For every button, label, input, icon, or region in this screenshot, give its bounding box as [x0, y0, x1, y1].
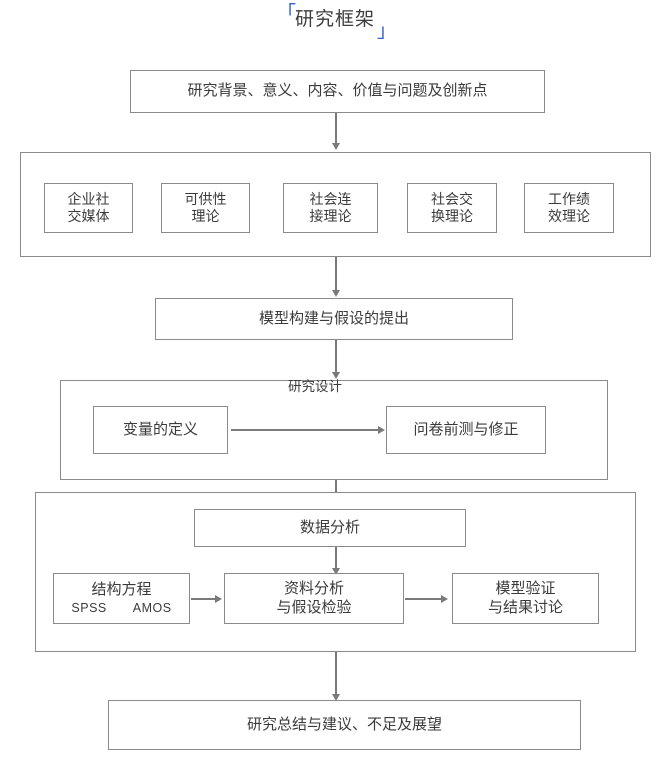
node-conclusion-label: 研究总结与建议、不足及展望 — [246, 715, 442, 733]
node-data-analysis[interactable]: 数据分析 — [194, 509, 466, 547]
node-questionnaire-pretest-label: 问卷前测与修正 — [413, 420, 519, 438]
node-theory-social-exchange-label: 社会交 换理论 — [431, 190, 473, 225]
node-research-background[interactable]: 研究背景、意义、内容、价值与问题及创新点 — [130, 70, 545, 113]
connector-hypothesis-to-validation — [405, 598, 443, 600]
node-questionnaire-pretest[interactable]: 问卷前测与修正 — [386, 406, 546, 454]
node-conclusion[interactable]: 研究总结与建议、不足及展望 — [108, 700, 581, 750]
node-theory-job-performance[interactable]: 工作绩 效理论 — [524, 183, 614, 233]
node-model-construction-label: 模型构建与假设的提出 — [258, 309, 409, 327]
bracket-close-icon: 」 — [377, 21, 398, 42]
node-data-analysis-label: 数据分析 — [299, 518, 360, 536]
node-variable-definition-label: 变量的定义 — [122, 420, 198, 438]
node-research-background-label: 研究背景、意义、内容、价值与问题及创新点 — [187, 82, 488, 100]
node-theory-social-connection-label: 社会连 接理论 — [309, 190, 352, 225]
connector-data-analysis-to-conclusion — [335, 652, 337, 695]
connector-intro-to-theory — [335, 113, 337, 144]
node-theory-social-connection[interactable]: 社会连 接理论 — [283, 183, 378, 233]
arrowhead-model-to-design — [331, 372, 340, 379]
connector-theory-to-model — [335, 257, 337, 291]
arrowhead-sem-to-hypothesis — [215, 594, 222, 603]
label-research-design-text: 研究设计 — [288, 379, 342, 394]
node-theory-social-exchange[interactable]: 社会交 换理论 — [407, 183, 497, 233]
node-theory-job-performance-label: 工作绩 效理论 — [548, 190, 590, 225]
node-structural-equation-model-title: 结构方程 — [91, 580, 152, 598]
arrowhead-theory-to-model — [331, 290, 340, 297]
node-theory-enterprise-social-media[interactable]: 企业社 交媒体 — [44, 183, 133, 233]
arrowhead-hypothesis-to-validation — [441, 594, 448, 603]
connector-model-to-design — [335, 340, 337, 373]
node-model-validation-label: 模型验证 与结果讨论 — [487, 579, 563, 616]
connector-sem-to-hypothesis — [191, 598, 217, 600]
page-title-text: 研究框架 — [294, 9, 375, 30]
node-model-construction[interactable]: 模型构建与假设的提出 — [155, 298, 513, 340]
node-structural-equation-model[interactable]: 结构方程 SPSS AMOS — [53, 573, 190, 624]
node-analysis-and-hypothesis-test[interactable]: 资料分析 与假设检验 — [224, 573, 404, 624]
node-theory-enterprise-social-media-label: 企业社 交媒体 — [67, 190, 110, 225]
node-analysis-and-hypothesis-test-label: 资料分析 与假设检验 — [276, 579, 352, 616]
node-theory-affordance[interactable]: 可供性 理论 — [161, 183, 250, 233]
node-variable-definition[interactable]: 变量的定义 — [93, 406, 228, 454]
arrowhead-variable-to-pretest — [378, 425, 385, 434]
arrowhead-data-analysis-to-hypothesis — [331, 568, 340, 575]
bracket-open-icon: 「 — [276, 3, 297, 24]
node-theory-affordance-label: 可供性 理论 — [184, 190, 227, 225]
connector-data-analysis-to-hypothesis — [335, 547, 337, 569]
connector-variable-to-pretest — [231, 429, 379, 431]
arrowhead-data-analysis-to-conclusion — [331, 694, 340, 701]
node-structural-equation-model-tools: SPSS AMOS — [71, 600, 172, 615]
page-title: 「研究框架」 — [0, 4, 672, 41]
node-model-validation[interactable]: 模型验证 与结果讨论 — [452, 573, 599, 624]
label-research-design: 研究设计 — [235, 375, 395, 395]
arrowhead-intro-to-theory — [331, 143, 340, 150]
